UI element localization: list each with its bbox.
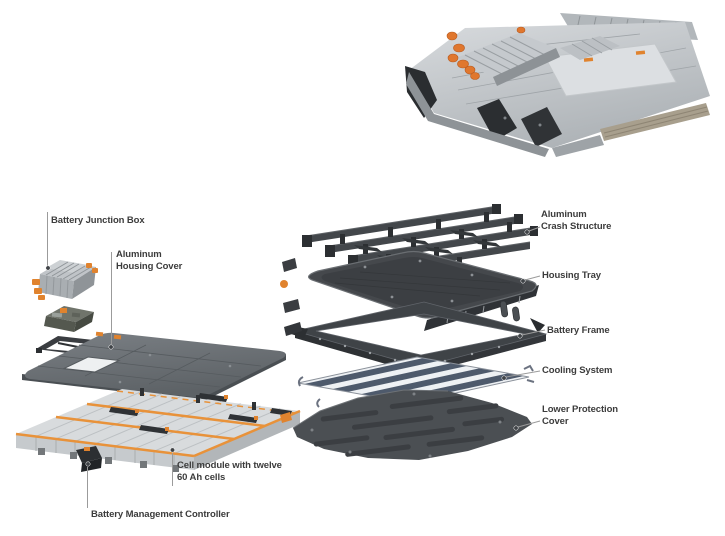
label-line: Housing Tray [542,270,601,281]
label-housing-tray: Housing Tray [542,270,601,282]
label-line: Crash Structure [541,221,612,232]
housing-tray-part [308,250,539,331]
aluminum-housing-cover-part [22,331,286,401]
label-line: Housing Cover [116,261,183,272]
lower-protection-cover-part [292,389,532,460]
leader-cooling-system [505,370,541,378]
label-line: Cover [542,416,569,427]
label-cell-module: Cell module with twelve 60 Ah cells [177,460,282,484]
label-aluminum-housing-cover: Aluminum Housing Cover [116,249,182,273]
label-line: Aluminum [116,249,162,260]
control-module-part [44,306,94,332]
label-battery-frame: Battery Frame [547,325,610,337]
label-line: Battery Management Controller [91,509,230,520]
pack-orange-connectors [446,26,526,80]
leader-lines [45,212,546,508]
small-hardware-parts [280,258,302,423]
label-cooling-system: Cooling System [542,365,612,377]
leader-lower-protection-cover [517,420,541,428]
label-line: Cell module with twelve [177,460,282,471]
label-battery-junction-box: Battery Junction Box [51,215,145,227]
label-line: Battery Frame [547,325,610,336]
leader-aluminum-crash-structure [528,226,541,232]
battery-junction-box-part [32,260,98,300]
module-connectors [109,388,292,434]
label-line: 60 Ah cells [177,472,226,483]
label-line: Lower Protection [542,404,618,415]
junction-box-connectors [32,263,98,300]
battery-management-controller-part [76,446,102,472]
leader-battery-frame [521,329,546,336]
assembled-battery-pack-photo [405,13,710,157]
leader-housing-tray [524,275,541,281]
label-line: Aluminum [541,209,587,220]
label-battery-management-controller: Battery Management Controller [91,509,230,521]
label-line: Cooling System [542,365,613,376]
label-lower-protection-cover: Lower Protection Cover [542,404,618,428]
label-aluminum-crash-structure: Aluminum Crash Structure [541,209,611,233]
label-line: Battery Junction Box [51,215,145,226]
